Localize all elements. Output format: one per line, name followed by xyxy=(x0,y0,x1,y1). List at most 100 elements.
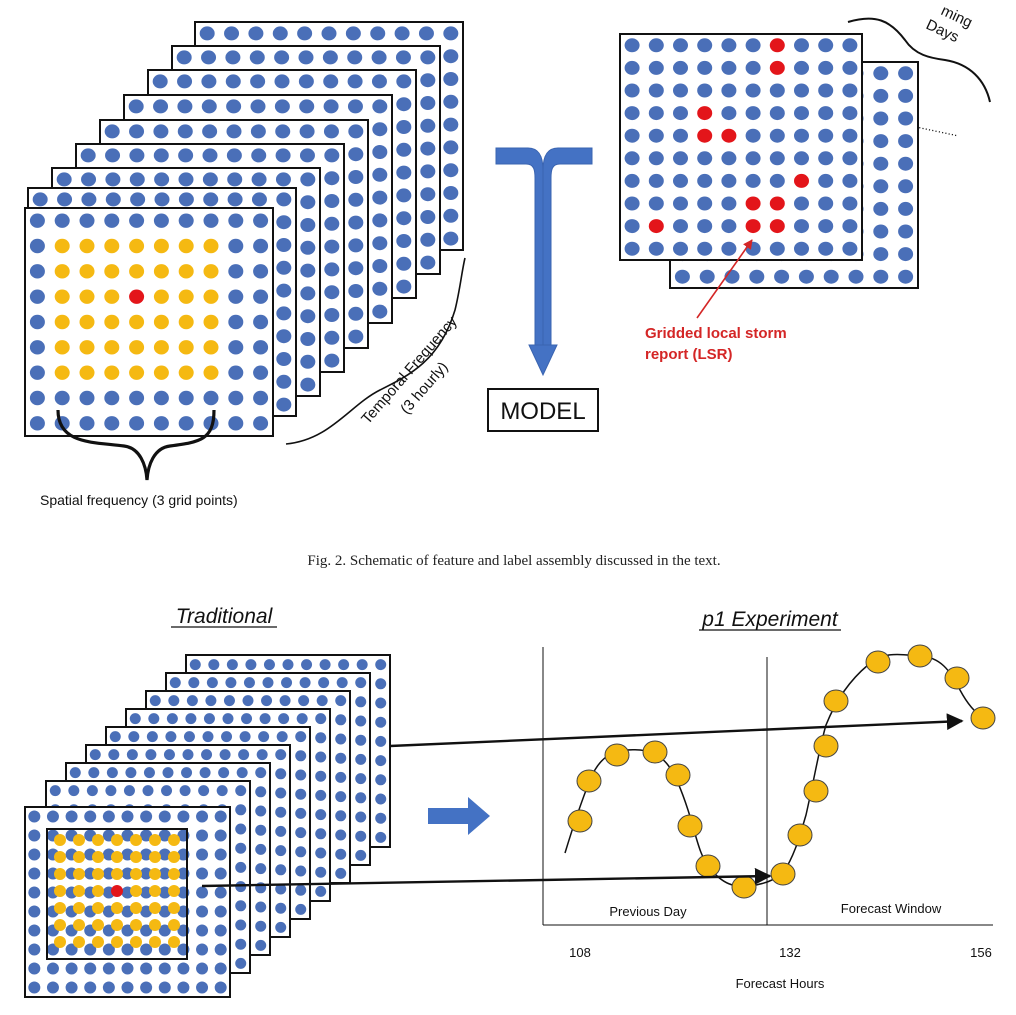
grid-dot xyxy=(324,285,340,300)
grid-dot xyxy=(102,810,115,823)
grid-dot xyxy=(255,805,267,817)
grid-dot xyxy=(301,659,313,671)
grid-dot xyxy=(201,99,217,114)
grid-dot xyxy=(158,981,171,994)
grid-dot xyxy=(324,171,340,186)
grid-dot xyxy=(149,834,161,846)
grid-dot xyxy=(348,329,364,344)
grid-dot xyxy=(218,767,230,779)
grid-dot xyxy=(153,365,169,380)
grid-dot xyxy=(279,695,291,707)
grid-dot xyxy=(251,172,267,187)
grid-dot xyxy=(842,219,858,234)
grid-dot xyxy=(721,196,737,211)
spatial-brace xyxy=(56,409,216,481)
grid-dot xyxy=(335,771,347,783)
grid-dot xyxy=(54,340,70,355)
grid-dot xyxy=(28,886,41,899)
grid-dot xyxy=(203,365,219,380)
grid-dot xyxy=(818,38,834,53)
time-series-curve xyxy=(564,653,984,888)
spatial-label: Spatial frequency (3 grid points) xyxy=(40,492,238,508)
grid-dot xyxy=(315,847,327,859)
grid-dot xyxy=(129,416,145,431)
grid-dot xyxy=(721,128,737,143)
grid-dot xyxy=(355,696,367,708)
grid-dot xyxy=(149,919,161,931)
grid-dot xyxy=(46,810,59,823)
grid-dot xyxy=(250,99,266,114)
grid-dot xyxy=(335,733,347,745)
grid-dot xyxy=(54,213,70,228)
grid-dot xyxy=(396,211,412,226)
grid-dot xyxy=(214,810,227,823)
grid-dot xyxy=(745,241,761,256)
grid-dot xyxy=(189,659,201,671)
grid-dot xyxy=(228,238,244,254)
grid-dot xyxy=(129,289,145,304)
grid-dot xyxy=(140,943,153,956)
grid-dot xyxy=(89,749,101,761)
grid-dot xyxy=(375,793,387,805)
grid-dot xyxy=(372,236,388,251)
grid-dot xyxy=(253,264,269,279)
grid-dot xyxy=(697,196,713,211)
grid-dot xyxy=(104,390,120,406)
grid-dot xyxy=(818,241,834,256)
grid-dot xyxy=(842,196,858,211)
grid-dot xyxy=(203,238,219,254)
grid-dot xyxy=(299,677,311,689)
grid-dot xyxy=(140,829,153,842)
grid-dot xyxy=(92,902,104,914)
grid-dot xyxy=(276,192,292,207)
grid-dot xyxy=(818,83,834,98)
grid-dot xyxy=(396,256,412,271)
grid-dot xyxy=(196,810,209,823)
grid-dot xyxy=(228,314,244,330)
grid-dot xyxy=(196,886,209,899)
grid-dot xyxy=(162,767,174,779)
grid-dot xyxy=(214,962,227,975)
grid-dot xyxy=(32,192,48,207)
grid-dot xyxy=(396,97,412,112)
grid-dot xyxy=(324,239,340,254)
grid-dot xyxy=(104,289,120,304)
grid-dot xyxy=(235,938,247,950)
grid-dot xyxy=(54,289,70,304)
grid-dot xyxy=(202,148,218,163)
grid-dot xyxy=(276,283,292,298)
grid-dot xyxy=(275,787,287,799)
grid-dot xyxy=(163,749,175,761)
grid-dot xyxy=(168,851,180,863)
grid-dot xyxy=(152,74,168,89)
grid-dot xyxy=(315,770,327,782)
grid-dot xyxy=(420,73,436,88)
grid-dot xyxy=(148,713,160,725)
grid-dot xyxy=(235,861,247,873)
grid-dot xyxy=(648,60,664,75)
grid-dot xyxy=(227,192,243,207)
grid-dot xyxy=(178,289,194,304)
grid-dot xyxy=(183,731,195,743)
grid-dot xyxy=(177,124,193,139)
grid-dot xyxy=(255,843,267,855)
grid-dot xyxy=(348,284,364,298)
grid-dot xyxy=(140,981,153,994)
grid-dot xyxy=(216,785,228,797)
grid-dot xyxy=(338,659,350,671)
lower-mapping-arrow xyxy=(201,867,772,888)
front-grid-panel xyxy=(24,207,274,437)
grid-dot xyxy=(79,314,95,330)
grid-dot xyxy=(319,659,331,671)
grid-dot xyxy=(73,868,85,880)
grid-dot xyxy=(73,936,85,948)
grid-dot xyxy=(697,173,713,188)
grid-dot xyxy=(275,768,287,780)
merge-arrow xyxy=(495,147,593,377)
grid-dot xyxy=(298,695,310,707)
grid-dot xyxy=(348,261,364,276)
grid-dot xyxy=(54,264,70,279)
lsr-label-line1: Gridded local storm xyxy=(645,325,787,342)
grid-dot xyxy=(196,848,209,861)
